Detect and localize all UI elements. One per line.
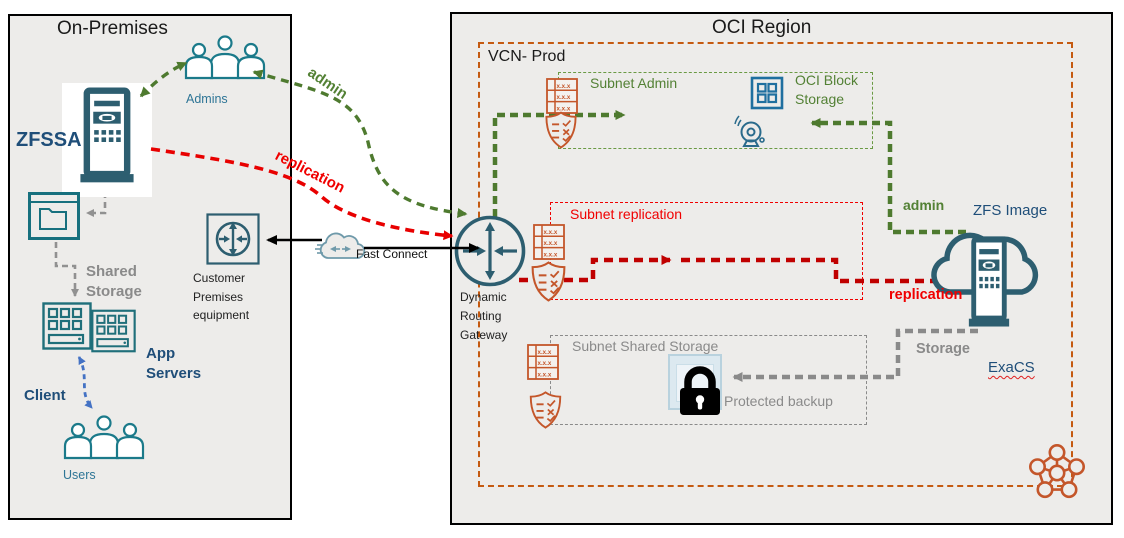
admin-flow-label-oci: admin	[903, 197, 945, 213]
svg-text:x.x.x: x.x.x	[544, 240, 558, 247]
app-server-icon	[42, 302, 92, 350]
fast-connect-label: Fast Connect	[356, 247, 428, 261]
oci-block-storage-label: OCI Block Storage	[795, 72, 859, 107]
subnet-replication-label: Subnet replication	[570, 206, 683, 222]
svg-text:x.x.x: x.x.x	[557, 105, 571, 112]
drg-label: Dynamic Routing Gateway	[460, 290, 508, 343]
storage-path-zfs-to-backup	[732, 328, 978, 382]
replication-flow-label-oci: replication	[889, 287, 963, 303]
shared-folder-icon	[28, 192, 80, 240]
admin-path-zfs-to-blockstorage	[810, 118, 966, 235]
vcn-prod-label: VCN- Prod	[488, 48, 566, 65]
shared-storage-label: Shared Storage	[86, 263, 142, 301]
fast-connect-icon	[315, 232, 366, 259]
security-list-icon-admin	[545, 111, 577, 149]
subnet-shared-storage-box	[550, 335, 867, 425]
cpe-router-icon	[206, 213, 260, 265]
lock-icon	[680, 366, 720, 415]
subnet-shared-storage-label: Subnet Shared Storage	[572, 338, 719, 354]
block-storage-icon	[750, 76, 784, 110]
admin-path-drg-to-subnet	[492, 110, 626, 217]
users-label: Users	[63, 468, 96, 482]
route-table-icon-admin: x.x.x x.x.x x.x.x	[546, 78, 578, 114]
svg-text:x.x.x: x.x.x	[538, 371, 552, 378]
security-list-icon-replication	[531, 261, 566, 302]
admin-curve-zfssa-admins	[139, 61, 188, 98]
replication-curve-zfssa-drg	[150, 147, 454, 241]
replication-path-mid-to-zfs	[681, 257, 954, 286]
cpe-label: Customer Premises equipment	[193, 271, 250, 323]
svg-text:x.x.x: x.x.x	[557, 83, 571, 90]
users-people-icon	[63, 415, 145, 460]
svg-text:x.x.x: x.x.x	[538, 360, 552, 367]
svg-text:x.x.x: x.x.x	[557, 94, 571, 101]
zfssa-server-icon	[80, 87, 134, 183]
on-premises-title: On-Premises	[57, 18, 168, 39]
zfs-image-server-icon	[968, 236, 1010, 327]
protected-backup-label: Protected backup	[724, 393, 833, 409]
zfs-image-label: ZFS Image	[973, 202, 1048, 219]
oci-region-title: OCI Region	[712, 17, 812, 38]
storage-flow-label: Storage	[916, 341, 970, 357]
exacs-label: ExaCS	[988, 359, 1035, 376]
admin-curve-admins-drg	[252, 69, 468, 218]
svg-text:x.x.x: x.x.x	[544, 229, 558, 236]
subnet-admin-label: Subnet Admin	[590, 75, 678, 91]
zfssa-to-folder-path	[86, 192, 107, 217]
vcn-cluster-icon	[1029, 444, 1085, 499]
security-list-icon-shared	[529, 391, 562, 429]
folder-to-appservers-path	[54, 242, 79, 297]
client-label: Client	[24, 387, 66, 404]
admins-label: Admins	[186, 92, 228, 106]
app-servers-label: App Servers	[146, 345, 202, 383]
route-table-icon-shared: x.x.x x.x.x x.x.x	[527, 344, 559, 380]
client-curve-appservers-users	[77, 356, 94, 409]
alarm-bell-icon	[734, 115, 765, 147]
zfssa-label: ZFSSA	[16, 129, 82, 151]
svg-text:x.x.x: x.x.x	[538, 349, 552, 356]
app-server-icon-2	[91, 309, 136, 353]
svg-text:x.x.x: x.x.x	[544, 251, 558, 258]
route-table-icon-replication: x.x.x x.x.x x.x.x	[533, 224, 565, 260]
